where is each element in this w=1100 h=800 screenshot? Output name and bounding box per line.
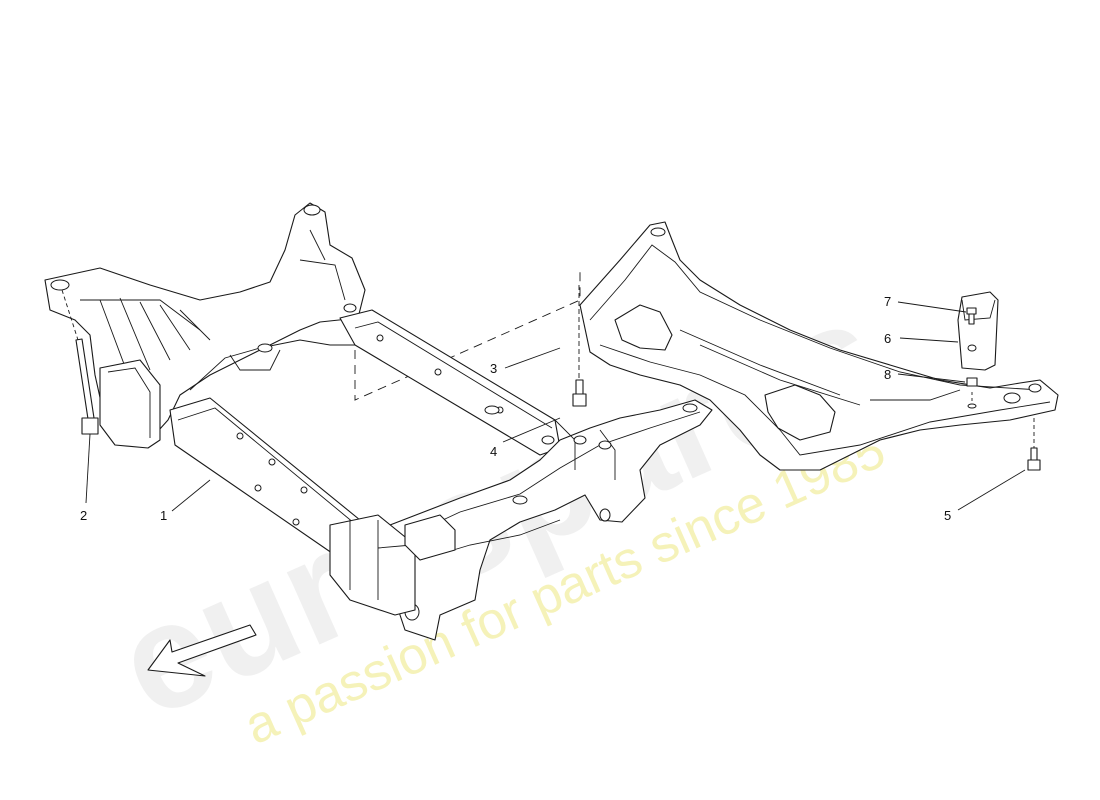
- crossmember-hole-5: [292, 518, 300, 526]
- dashed-outline: [354, 270, 581, 401]
- callout-7: 7: [884, 294, 891, 309]
- nut-8-body: [966, 377, 978, 387]
- plate-mount-2: [1003, 392, 1021, 404]
- bolt-5-shank: [1030, 447, 1038, 461]
- side-rail-hole-1: [376, 334, 384, 342]
- callout-6: 6: [884, 331, 891, 346]
- bolt-2-axis: [61, 289, 79, 341]
- bracket-plate: [957, 291, 999, 371]
- crossmember-hole-3: [300, 486, 308, 494]
- leader-7: [897, 301, 967, 313]
- leader-5: [957, 469, 1026, 511]
- tower-inner-2: [229, 349, 281, 371]
- reinforcement-plate: [579, 221, 1059, 471]
- bolt-2-shank: [75, 338, 95, 420]
- leader-2: [85, 433, 91, 504]
- plate-edge-2: [599, 344, 1051, 456]
- tower-inner: [189, 339, 360, 391]
- bolt-7-shank: [968, 313, 975, 325]
- bracket-fold: [961, 299, 996, 321]
- subframe-front-block-top: [404, 514, 456, 561]
- arm-hole-1: [484, 405, 500, 415]
- leader-3: [504, 347, 561, 369]
- bolt-3-head: [572, 393, 587, 407]
- plate-edge-1: [589, 244, 1041, 391]
- leader-8: [897, 373, 966, 383]
- bolt-3-shank: [575, 379, 584, 395]
- bolt-2-head: [81, 417, 99, 435]
- tower-rib-3: [299, 229, 346, 301]
- plate-mount-3: [1028, 383, 1042, 393]
- bolt-5-head: [1027, 459, 1041, 471]
- tower-mount-left: [50, 279, 70, 291]
- callout-5: 5: [944, 508, 951, 523]
- subframe-front-block: [329, 514, 416, 616]
- tower-rib-1: [80, 299, 201, 331]
- bolt-5: [1027, 418, 1041, 471]
- tower-mount-mid: [257, 343, 273, 353]
- bolt-7-head: [966, 307, 977, 315]
- bracket-detail: [107, 367, 151, 438]
- tower-mount-right: [343, 303, 357, 313]
- leader-1: [171, 479, 211, 512]
- arrow-direction-shape: [147, 624, 257, 677]
- bolt-3: [572, 285, 587, 407]
- plate-cutout-2: [764, 384, 836, 441]
- arm-edge-1: [399, 411, 701, 541]
- arm-hole-4: [573, 435, 587, 445]
- arm-hole-6: [682, 403, 698, 413]
- crossmember-edge: [177, 407, 361, 529]
- callout-4: 4: [490, 444, 497, 459]
- callout-2: 2: [80, 508, 87, 523]
- tower-rib-2: [99, 297, 211, 381]
- nut-8-seat: [967, 403, 977, 409]
- plate-mount-1: [650, 227, 666, 237]
- mount-bracket: [957, 291, 999, 371]
- tower-mount-top: [303, 204, 321, 216]
- crossmember-hole-2: [268, 458, 276, 466]
- nut-8: [966, 377, 978, 409]
- arm-hole-8: [599, 508, 611, 522]
- arrow-direction-icon: [147, 624, 257, 677]
- crossmember-hole-1: [236, 432, 244, 440]
- leader-6: [899, 337, 959, 343]
- callout-3: 3: [490, 361, 497, 376]
- side-rail: [339, 309, 561, 456]
- plate-cutout-1: [614, 304, 673, 351]
- callout-8: 8: [884, 367, 891, 382]
- front-subframe: [44, 202, 713, 641]
- callout-1: 1: [160, 508, 167, 523]
- subframe-left-bracket: [99, 359, 161, 449]
- bolt-7: [966, 307, 977, 325]
- subframe-right-arm: [389, 399, 713, 641]
- arm-hole-2: [512, 495, 528, 505]
- bracket-hole: [967, 344, 977, 352]
- leader-4: [502, 417, 561, 443]
- side-rail-hole-2: [434, 368, 442, 376]
- plate-outline: [579, 221, 1059, 471]
- side-rail-edge: [354, 321, 553, 429]
- arm-hole-3: [541, 435, 555, 445]
- arm-hole-5: [598, 440, 612, 450]
- crossmember-hole-4: [254, 484, 262, 492]
- plate-ribs: [679, 329, 961, 406]
